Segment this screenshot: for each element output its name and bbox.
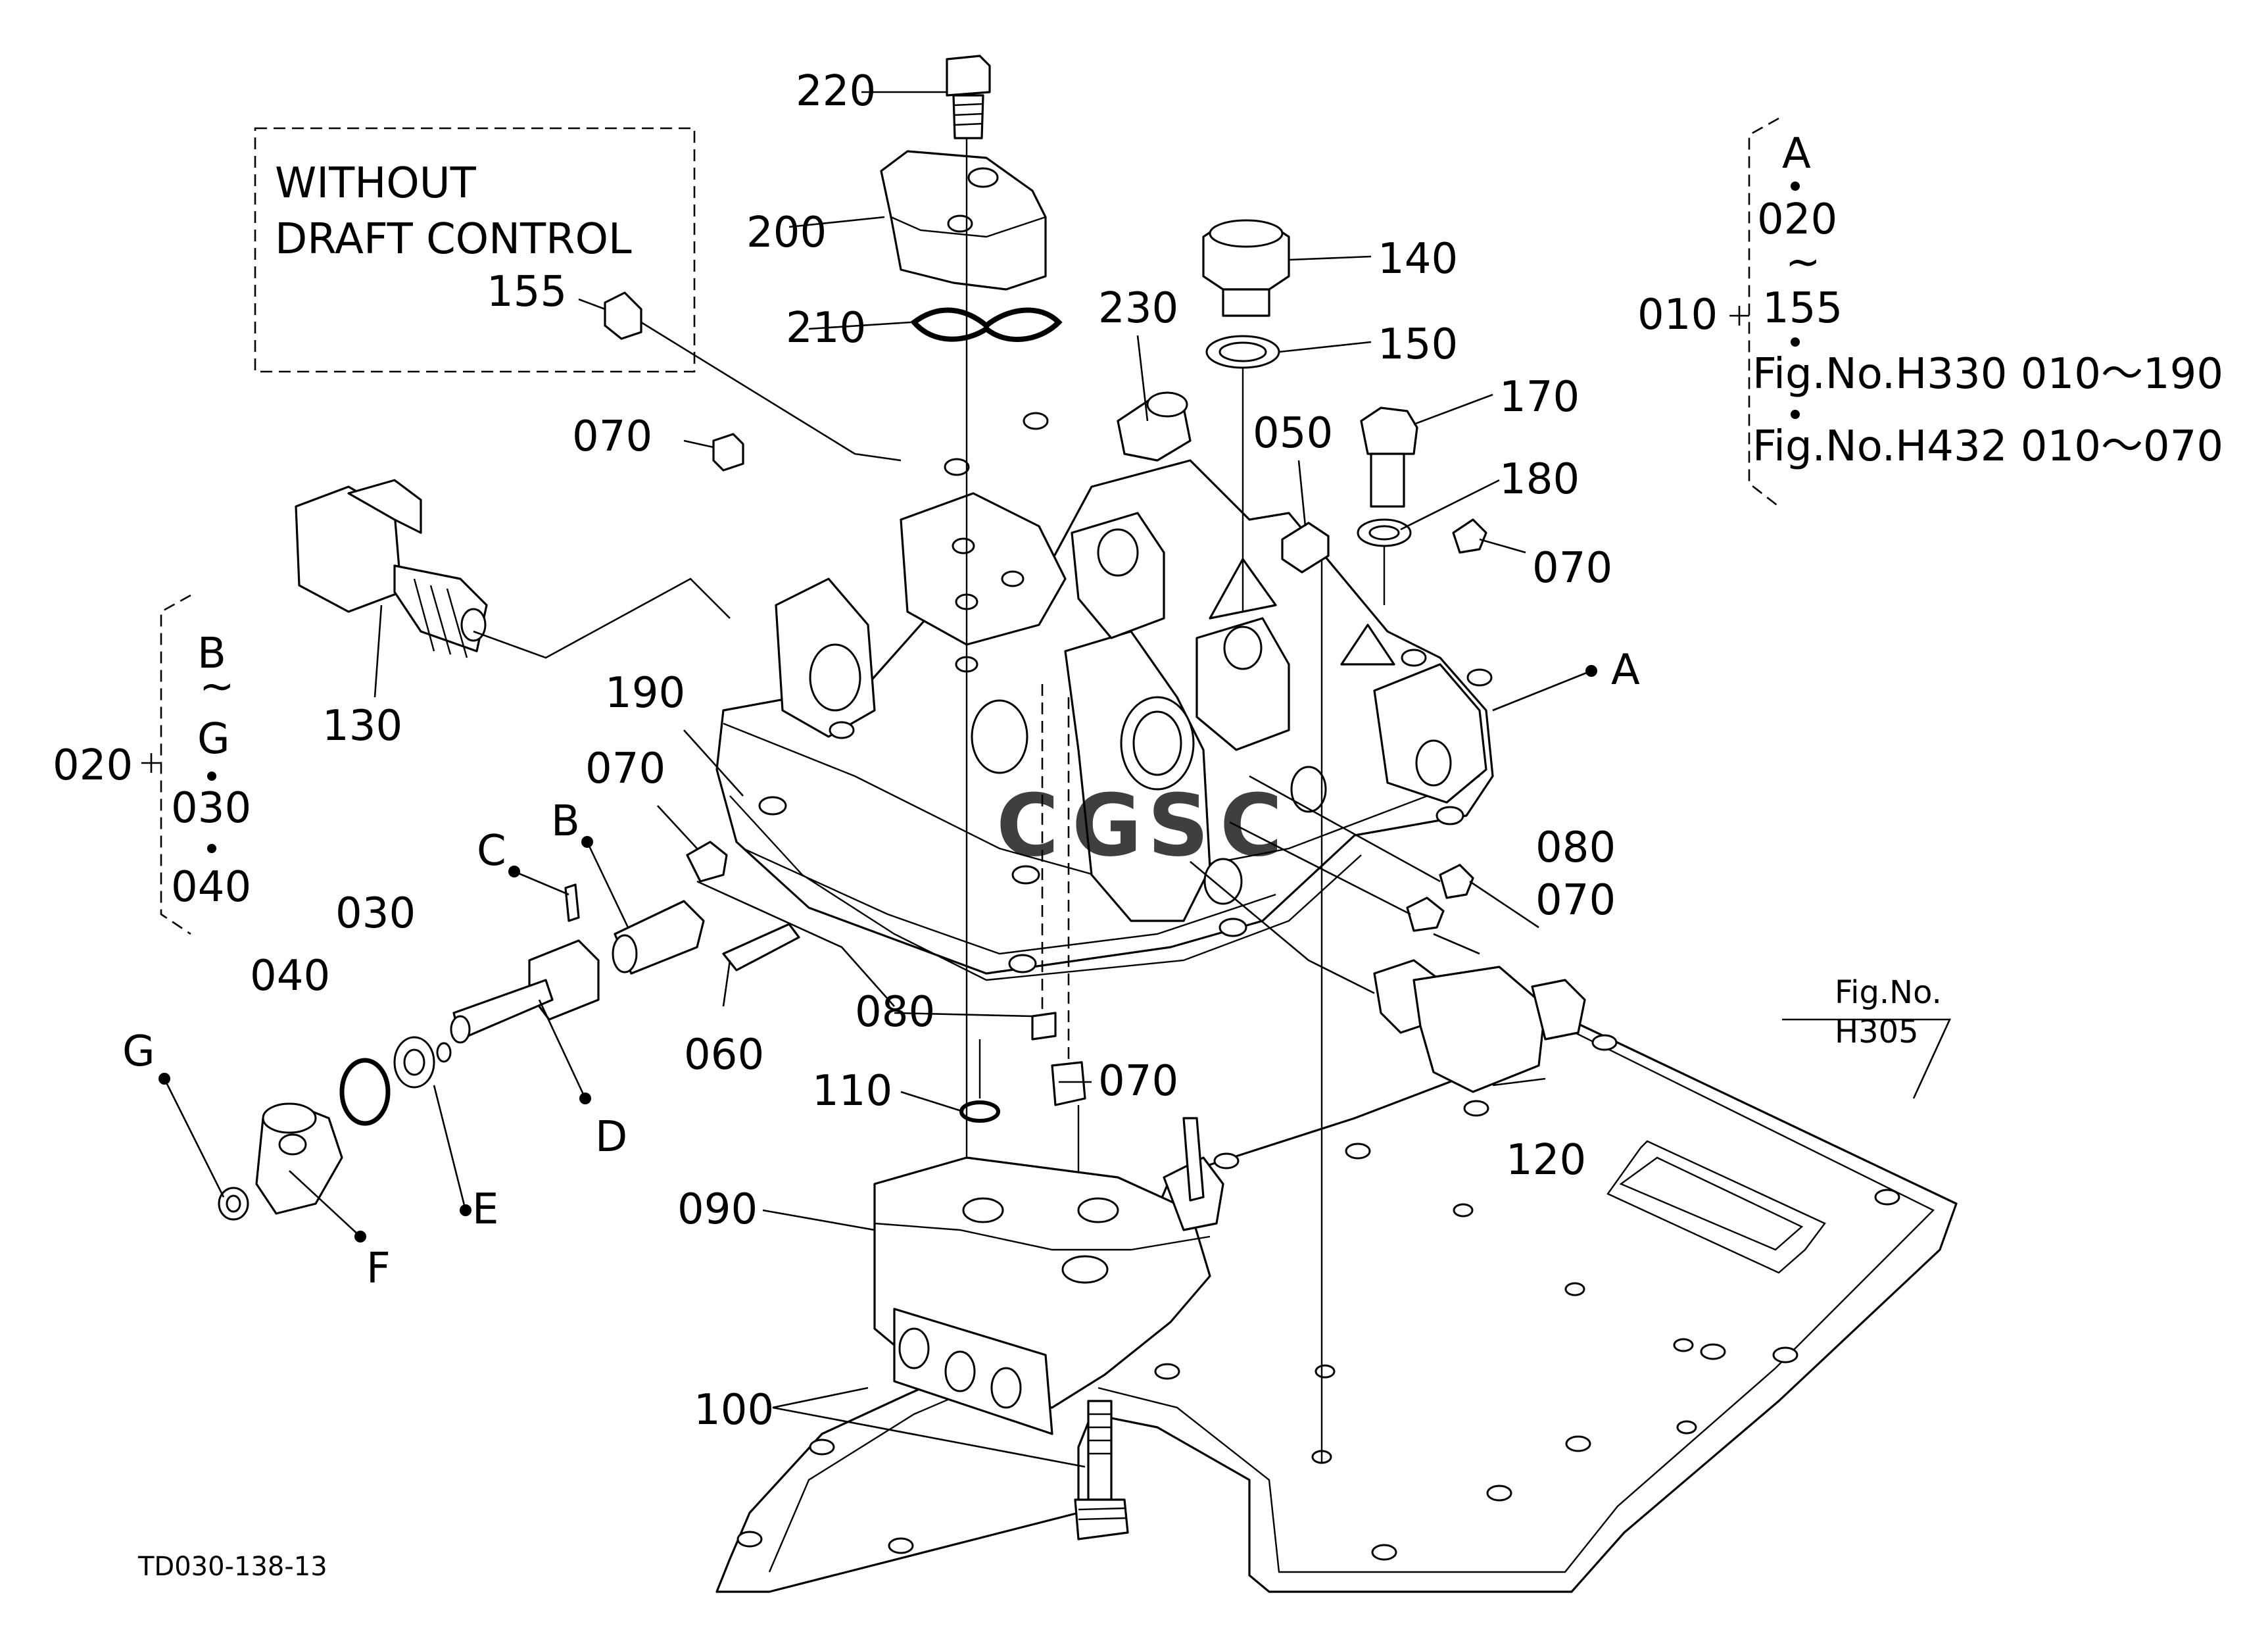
- drawing-id: TD030-138-13: [137, 1552, 327, 1582]
- svg-text:A: A: [1782, 130, 1811, 178]
- label-170: 170: [1499, 373, 1580, 422]
- svg-text:Fig.No.H432 010～070: Fig.No.H432 010～070: [1752, 422, 2223, 471]
- label-110: 110: [812, 1067, 892, 1116]
- label-080-right: 080: [1535, 823, 1616, 872]
- watermark-letter: G: [1072, 775, 1142, 875]
- label-050: 050: [1253, 409, 1333, 458]
- label-150: 150: [1378, 320, 1458, 369]
- label-070-top-left: 070: [572, 412, 652, 461]
- label-080-bottom: 080: [855, 988, 935, 1037]
- label-120: 120: [1506, 1136, 1586, 1185]
- label-130: 130: [322, 702, 402, 750]
- plug-080-right: [1439, 864, 1474, 899]
- label-210: 210: [786, 304, 866, 353]
- label-200: 200: [746, 209, 827, 257]
- plug-070-right: [1452, 518, 1487, 554]
- elbow-fitting-120: [1373, 959, 1586, 1093]
- svg-text:~: ~: [1785, 238, 1821, 287]
- label-070-mid: 070: [585, 745, 665, 793]
- washer-180: [1357, 518, 1412, 547]
- svg-text:020: 020: [1757, 195, 1837, 244]
- label-060: 060: [684, 1031, 764, 1079]
- without-label: WITHOUT: [275, 159, 477, 208]
- bracket-020-id: 020: [53, 741, 133, 790]
- bracket-010: 010 A 020 ~ 155 Fig.No.H330 010～190 Fig.…: [1637, 117, 2223, 508]
- label-180: 180: [1499, 455, 1580, 504]
- cover-200: [880, 150, 1047, 291]
- svg-text:Fig.No.H330 010～190: Fig.No.H330 010～190: [1752, 350, 2223, 399]
- label-220: 220: [796, 67, 876, 116]
- bracket-010-id: 010: [1637, 291, 1718, 339]
- plug-080-bottom: [1031, 1012, 1057, 1041]
- spool-assembly: [218, 883, 705, 1221]
- watermark: C G S C: [996, 775, 1282, 875]
- control-valve-body: [715, 412, 1494, 981]
- svg-text:~: ~: [199, 662, 235, 711]
- label-155: 155: [487, 268, 567, 316]
- svg-text:030: 030: [171, 784, 251, 833]
- svg-text:155: 155: [1762, 284, 1843, 333]
- plug-155: [604, 291, 642, 340]
- fig-ref-number: H305: [1835, 1014, 1919, 1050]
- watermark-letter: C: [1220, 775, 1282, 875]
- label-070-right: 070: [1532, 544, 1612, 593]
- plug-070-top-left: [712, 433, 744, 472]
- pin-060: [722, 923, 800, 971]
- plug-140: [1202, 219, 1290, 317]
- bolt-170: [1360, 406, 1418, 508]
- svg-text:040: 040: [171, 863, 251, 912]
- pin-050: [1281, 522, 1330, 574]
- plug-230: [1117, 391, 1192, 462]
- draft-control-label: DRAFT CONTROL: [275, 215, 632, 264]
- callout-d: D: [595, 1113, 627, 1162]
- label-090: 090: [677, 1185, 758, 1234]
- watermark-letter: C: [996, 775, 1059, 875]
- callout-e: E: [472, 1185, 498, 1234]
- label-140: 140: [1378, 235, 1458, 283]
- watermark-letter: S: [1147, 775, 1209, 875]
- callout-c: C: [477, 827, 506, 875]
- control-valve-090: [873, 1117, 1224, 1435]
- callout-a: A: [1611, 646, 1640, 695]
- oring-210: [910, 307, 1063, 342]
- bolt-100: [1074, 1400, 1129, 1540]
- svg-text:B: B: [197, 629, 226, 678]
- callout-f: F: [366, 1244, 391, 1293]
- svg-text:G: G: [197, 715, 230, 764]
- bolt-220: [946, 55, 991, 139]
- elbow-fitting-130: [295, 479, 488, 658]
- washer-150: [1205, 335, 1280, 369]
- label-040: 040: [250, 952, 330, 1000]
- label-070-bottom: 070: [1098, 1057, 1178, 1106]
- plug-070-mid: [686, 841, 728, 883]
- label-030: 030: [335, 889, 416, 938]
- label-070-right-low: 070: [1535, 876, 1616, 925]
- label-100: 100: [694, 1386, 774, 1435]
- label-230: 230: [1098, 284, 1178, 333]
- fig-ref-label: Fig.No.: [1835, 974, 1942, 1011]
- bracket-020: 020 B ~ G 030 040: [53, 594, 251, 935]
- plug-070-right-low: [1406, 897, 1445, 932]
- callout-g: G: [122, 1027, 155, 1076]
- without-draft-control-box: [254, 127, 696, 373]
- callout-b: B: [551, 797, 580, 846]
- plug-070-bottom: [1051, 1061, 1086, 1106]
- label-190: 190: [605, 669, 685, 718]
